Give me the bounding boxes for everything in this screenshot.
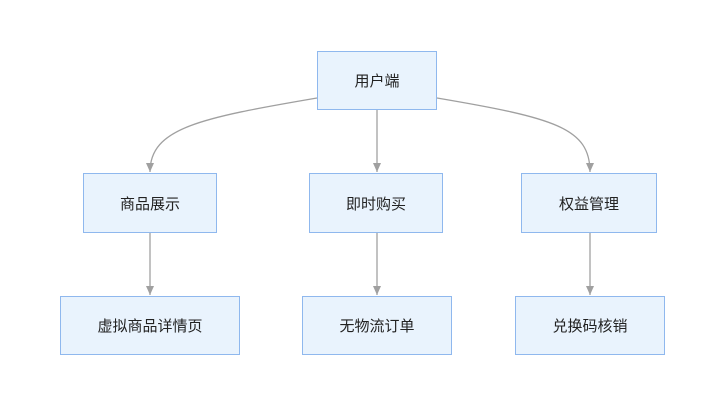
edge-root-to-right [436,97,594,173]
node-label: 无物流订单 [339,317,415,335]
node-rights-management: 权益管理 [521,173,657,233]
node-label: 虚拟商品详情页 [97,317,203,335]
node-redeem-code-verification: 兑换码核销 [515,296,665,355]
node-label: 商品展示 [119,194,180,213]
node-label: 兑换码核销 [552,317,628,335]
node-instant-purchase: 即时购买 [309,173,443,233]
node-user-client: 用户端 [317,51,437,110]
edge-root-to-show [146,97,318,173]
node-product-display: 商品展示 [83,173,217,233]
node-virtual-product-detail: 虚拟商品详情页 [60,296,240,355]
node-label: 即时购买 [345,194,406,213]
node-label: 权益管理 [558,194,619,213]
node-label: 用户端 [354,72,400,90]
node-no-logistics-order: 无物流订单 [302,296,452,355]
